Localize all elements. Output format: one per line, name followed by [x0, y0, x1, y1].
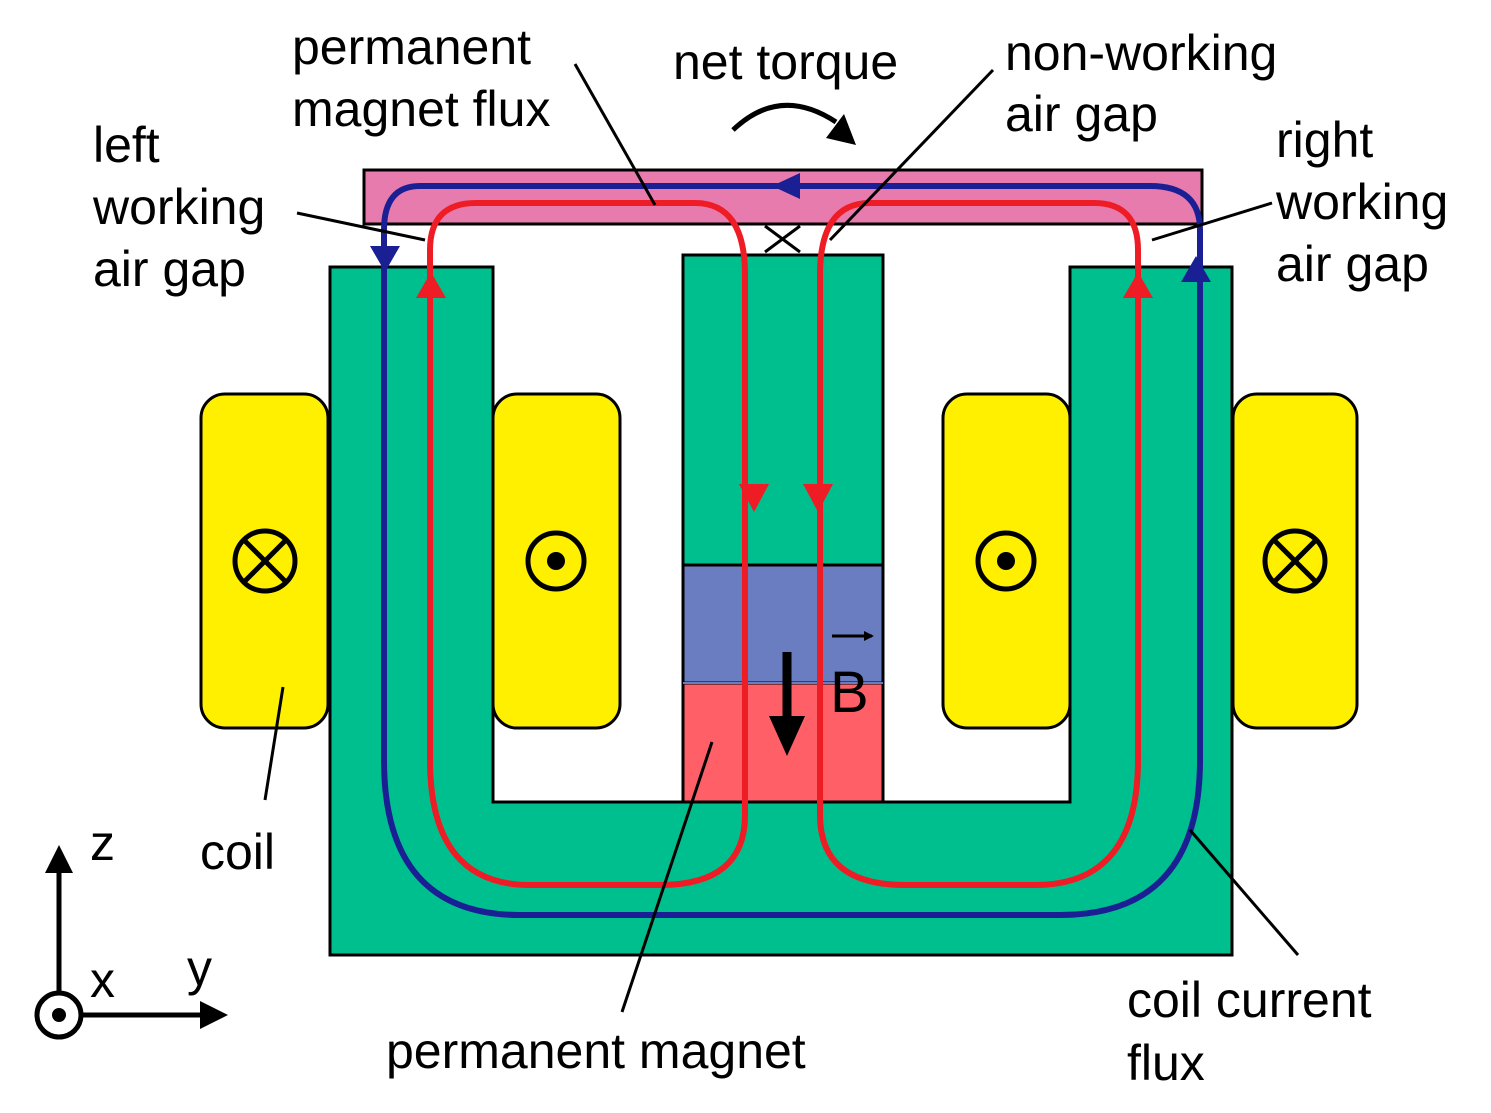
label-coil-current-flux: coil current flux [1127, 972, 1372, 1091]
permanent-magnet-flux-loops [416, 200, 1153, 888]
label-left-working-air-gap: left working air gap [92, 117, 265, 297]
axis-label-z: z [90, 815, 115, 871]
svg-text:left: left [93, 117, 160, 173]
leader-coil-flux [1188, 829, 1300, 956]
svg-text:working: working [1275, 174, 1448, 230]
svg-text:magnet flux: magnet flux [292, 81, 550, 137]
coordinate-axes [34, 845, 228, 1040]
current-out-of-page-icon [975, 530, 1037, 592]
flux-arrow [1181, 256, 1211, 282]
z-axis-arrowhead [45, 845, 73, 873]
net-torque-arrowhead [826, 114, 856, 145]
current-into-page-icon [232, 528, 298, 594]
svg-text:permanent: permanent [292, 19, 531, 75]
label-coil: coil [200, 824, 275, 880]
current-out-of-page-icon [525, 530, 587, 592]
leader-pm-flux [573, 63, 657, 206]
flux-arrow [416, 272, 446, 298]
svg-text:air gap: air gap [1005, 86, 1158, 142]
svg-text:flux: flux [1127, 1035, 1205, 1091]
label-net-torque: net torque [673, 34, 898, 90]
label-right-working-air-gap: right working air gap [1275, 112, 1448, 292]
svg-text:non-working: non-working [1005, 25, 1277, 81]
leader-right-gap [1151, 201, 1273, 242]
magnetization-arrow [769, 652, 805, 756]
svg-text:air gap: air gap [93, 241, 246, 297]
net-torque-arrow [731, 102, 838, 132]
leader-coil [263, 686, 285, 801]
axis-label-y: y [187, 940, 212, 996]
y-axis-arrowhead [200, 1001, 228, 1029]
leader-non-working-gap [828, 68, 995, 242]
label-permanent-magnet: permanent magnet [386, 1023, 806, 1079]
leader-permanent-magnet [620, 741, 714, 1013]
svg-text:right: right [1276, 112, 1373, 168]
axis-label-x: x [90, 952, 115, 1008]
coil-current-flux-loop [370, 173, 1211, 918]
svg-text:working: working [92, 179, 265, 235]
leader-left-gap [296, 211, 426, 242]
label-permanent-magnet-flux: permanent magnet flux [292, 19, 550, 137]
label-non-working-air-gap: non-working air gap [1005, 25, 1277, 142]
flux-arrow [370, 246, 400, 272]
flux-arrow [1123, 272, 1153, 298]
current-into-page-icon [1262, 528, 1328, 594]
svg-text:coil current: coil current [1127, 972, 1372, 1028]
flux-arrow [772, 173, 800, 199]
rotor-plate [362, 168, 1204, 226]
svg-text:air gap: air gap [1276, 236, 1429, 292]
non-working-gap-mark [764, 224, 801, 254]
flux-arrow [803, 484, 833, 512]
magnetization-label: B [830, 660, 869, 725]
flux-arrow [739, 484, 769, 512]
